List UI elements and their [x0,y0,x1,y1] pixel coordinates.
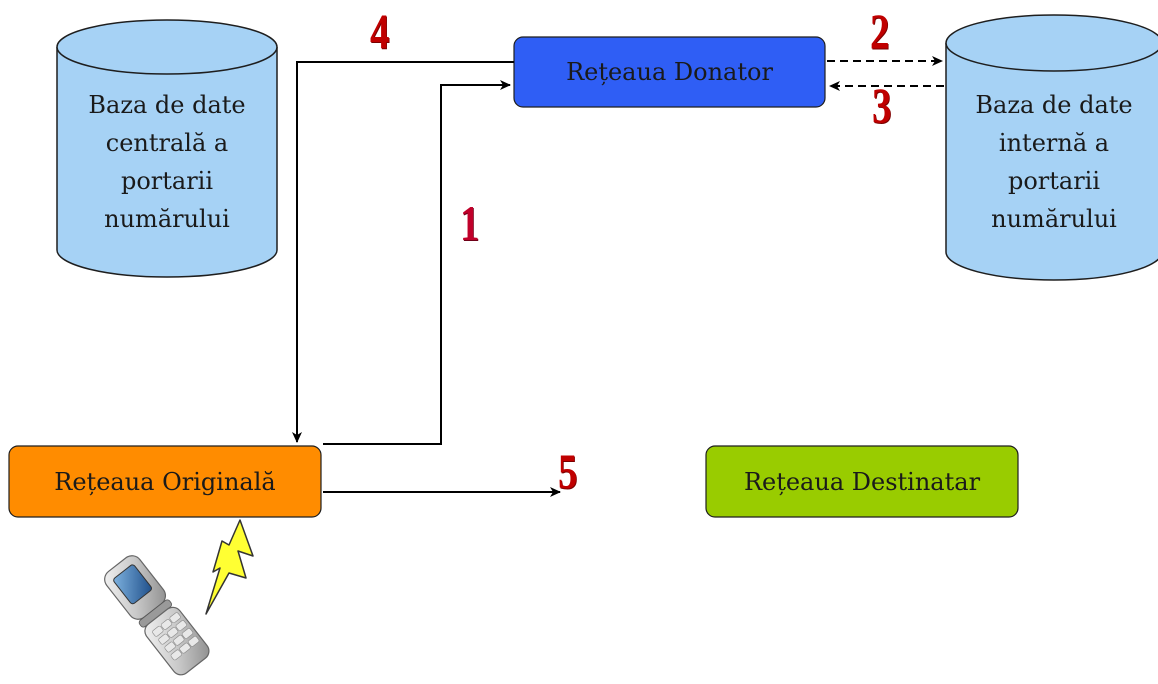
flip-phone-icon [104,555,210,676]
recipient-network-box [705,445,1019,518]
central-database-cylinder [56,19,278,278]
internal-database-line-2: internă a [998,129,1110,157]
original-network-box [8,445,322,518]
internal-database-line-1: Baza de date [975,91,1133,119]
internal-database-line-4: numărului [991,205,1117,233]
central-database-line-3: portarii [120,167,214,195]
internal-database-cylinder [945,14,1158,281]
step-number-3: 3 [872,77,892,133]
central-database-label: Baza de date centrală a portarii numărul… [57,86,277,238]
step-number-1: 1 [460,195,480,251]
step-number-5: 5 [558,443,578,499]
central-database-line-4: numărului [104,205,230,233]
central-database-line-1: Baza de date [88,91,246,119]
internal-database-line-3: portarii [1007,167,1101,195]
lightning-bolt-icon [205,519,254,615]
donor-network-box [513,36,826,108]
internal-database-label: Baza de date internă a portarii numărulu… [946,86,1158,238]
step-number-4: 4 [370,3,390,59]
central-database-line-2: centrală a [105,129,229,157]
donor-network-label: Rețeaua Donator [566,58,773,86]
arrow-step-4 [292,61,514,443]
original-network-label: Rețeaua Originală [54,467,276,496]
recipient-network-label: Rețeaua Destinatar [743,467,981,496]
arrow-step-1 [323,80,511,445]
step-number-2: 2 [870,3,890,59]
